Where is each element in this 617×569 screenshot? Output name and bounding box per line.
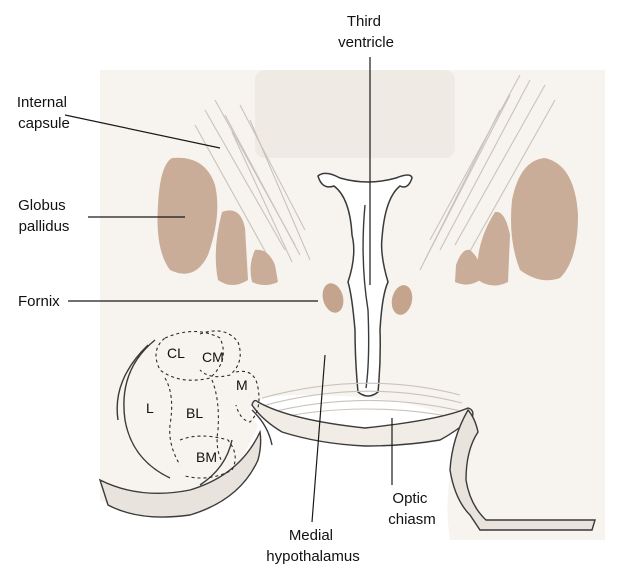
label-nucleus-l: L — [146, 400, 154, 416]
label-globus-pallidus: Globus pallidus — [18, 197, 70, 235]
pallidus-right-large — [511, 158, 578, 280]
label-optic-chiasm: Optic chiasm — [388, 490, 436, 528]
upper-pale-region — [255, 70, 455, 158]
label-internal-capsule: Internal capsule — [17, 94, 71, 132]
label-fornix: Fornix — [18, 293, 60, 310]
label-third-ventricle: Third ventricle — [338, 13, 394, 51]
label-nucleus-bl: BL — [186, 405, 203, 421]
label-nucleus-bm: BM — [196, 449, 217, 465]
label-nucleus-cm: CM — [202, 349, 224, 365]
label-nucleus-m: M — [236, 377, 248, 393]
label-medial-hypothalamus: Medial hypothalamus — [266, 527, 359, 565]
label-nucleus-cl: CL — [167, 345, 185, 361]
